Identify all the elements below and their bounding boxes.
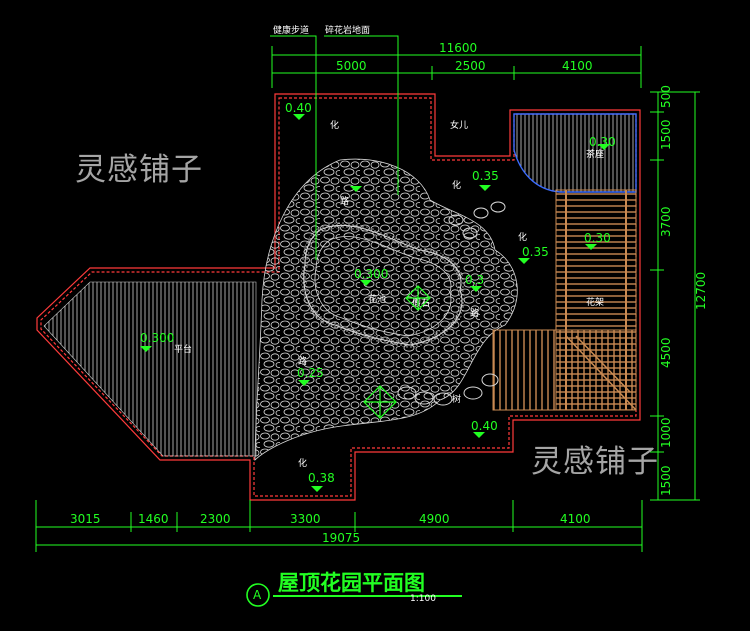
callout-line-b bbox=[324, 35, 399, 195]
dim-bottom-seg-2: 1460 bbox=[138, 512, 169, 526]
dim-top-overall: 11600 bbox=[439, 41, 477, 55]
watermark-top: 灵感铺子 bbox=[75, 152, 203, 188]
label-path-3: 路 bbox=[470, 307, 479, 319]
elev-lower-left: 0.25 bbox=[297, 366, 324, 380]
label-rockery: 假石 bbox=[412, 298, 430, 309]
dim-right-seg-5: 1000 bbox=[659, 417, 673, 448]
label-deck: 平台 bbox=[174, 343, 192, 355]
callout-gravel-paving: 碎花岩地面 bbox=[325, 24, 370, 36]
dim-right-seg-3: 3700 bbox=[659, 206, 673, 237]
deck-platform bbox=[43, 281, 257, 457]
elevation-markers bbox=[140, 114, 610, 492]
title-badge-circle bbox=[246, 583, 270, 607]
title-text: 屋顶花园平面图 bbox=[278, 571, 425, 595]
label-path-2: 路 bbox=[298, 355, 307, 367]
dim-right-seg-1: 500 bbox=[659, 85, 673, 108]
elev-pergola: 0.30 bbox=[584, 231, 611, 245]
fitness-path bbox=[300, 222, 465, 349]
watermark-bottom: 灵感铺子 bbox=[531, 444, 659, 480]
pebble-garden bbox=[254, 158, 518, 461]
label-path-1: 路 bbox=[340, 195, 349, 207]
label-flower-3: 化 bbox=[518, 231, 527, 243]
pergola-lower bbox=[492, 329, 637, 411]
elev-pond: 0.300 bbox=[354, 267, 388, 281]
elev-deck: 0.300 bbox=[140, 331, 174, 345]
elev-top-left: 0.40 bbox=[285, 101, 312, 115]
elev-mid-right: 0.35 bbox=[522, 245, 549, 259]
dim-bottom-seg-1: 3015 bbox=[70, 512, 101, 526]
dim-bottom-seg-4: 3300 bbox=[290, 512, 321, 526]
parapet-wall bbox=[36, 93, 641, 501]
title-block: A 屋顶花园平面图 1:100 bbox=[246, 571, 462, 607]
dim-bottom-seg-3: 2300 bbox=[200, 512, 231, 526]
rockery-symbol bbox=[405, 285, 431, 311]
stepping-stones bbox=[397, 201, 506, 406]
dim-right-overall: 12700 bbox=[694, 272, 708, 310]
dim-top-seg-c: 4100 bbox=[562, 59, 593, 73]
label-tea: 茶座 bbox=[586, 148, 604, 160]
dim-bottom-seg-6: 4100 bbox=[560, 512, 591, 526]
elev-central-upper: 0.35 bbox=[472, 169, 499, 183]
label-flower-2: 化 bbox=[452, 179, 461, 191]
top-dimensions bbox=[271, 46, 642, 88]
pergola-diagonal bbox=[565, 335, 637, 411]
elev-bottom: 0.38 bbox=[308, 471, 335, 485]
dim-top-seg-a: 5000 bbox=[336, 59, 367, 73]
tree-symbol bbox=[363, 385, 397, 419]
label-pond: 花池 bbox=[368, 293, 386, 305]
callout-fitness-path: 健康步道 bbox=[273, 24, 309, 36]
elev-mid: 0.3 bbox=[465, 273, 484, 287]
label-figure: 女儿 bbox=[450, 119, 468, 131]
callout-line-a bbox=[270, 35, 317, 260]
dim-right-seg-2: 1500 bbox=[659, 119, 673, 150]
label-flower-1: 化 bbox=[330, 119, 339, 131]
label-pergola: 花架 bbox=[586, 296, 604, 308]
tea-corner bbox=[513, 113, 637, 193]
dim-bottom-overall: 19075 bbox=[322, 531, 360, 545]
elev-right-corner: 0.30 bbox=[589, 135, 616, 149]
dim-bottom-seg-5: 4900 bbox=[419, 512, 450, 526]
elev-lower-right: 0.40 bbox=[471, 419, 498, 433]
right-dimensions bbox=[650, 91, 700, 501]
label-tree: 树 bbox=[452, 393, 461, 405]
dim-right-seg-6: 1500 bbox=[659, 465, 673, 496]
dim-right-seg-4: 4500 bbox=[659, 337, 673, 368]
bottom-dimensions bbox=[35, 500, 643, 552]
title-badge: A bbox=[253, 588, 262, 602]
title-scale: 1:100 bbox=[410, 594, 436, 604]
dim-top-seg-b: 2500 bbox=[455, 59, 486, 73]
pond-inner bbox=[314, 236, 452, 337]
label-flower-4: 化 bbox=[298, 457, 307, 469]
